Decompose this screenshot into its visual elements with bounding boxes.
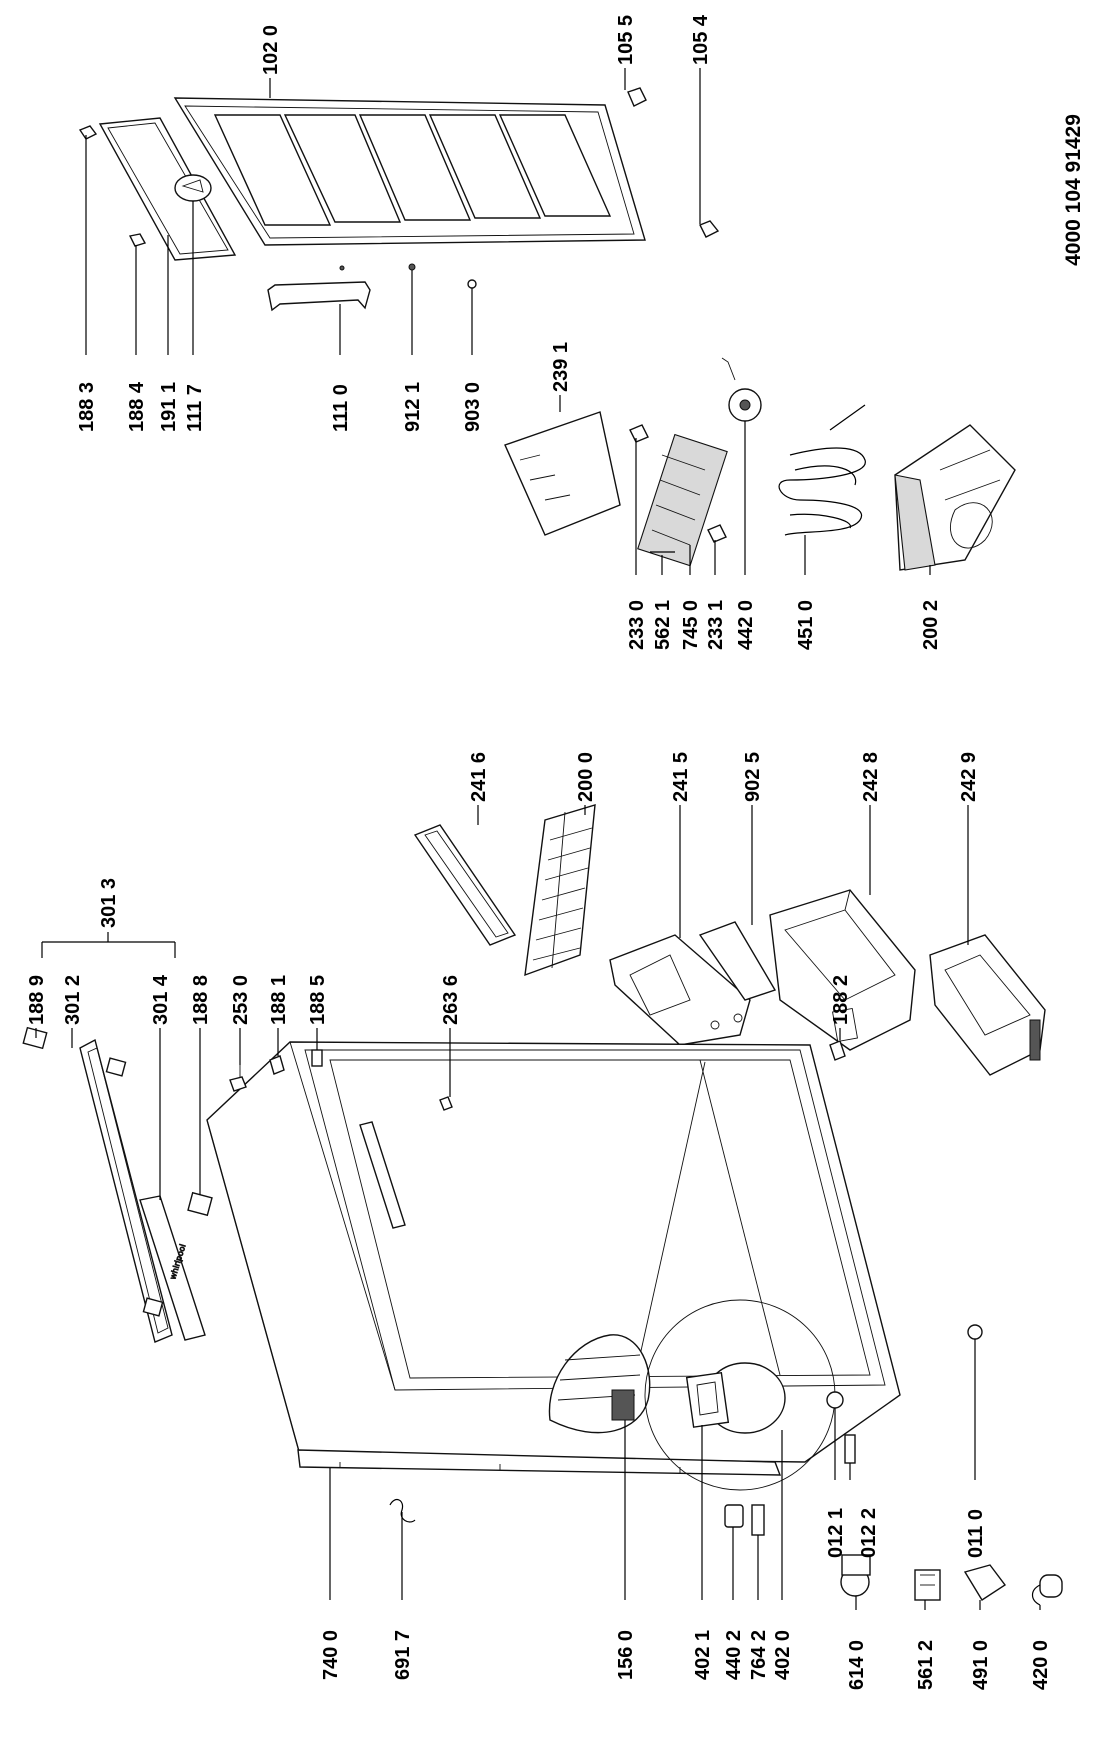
label-188-8: 188 8 [190, 975, 212, 1025]
label-764-2: 764 2 [748, 1630, 770, 1680]
cooling-leaders [559, 395, 931, 575]
label-191-1: 191 1 [158, 382, 180, 432]
heater-coil [778, 404, 866, 536]
label-420-0: 420 0 [1030, 1640, 1052, 1690]
label-011-0: 011 0 [965, 1509, 987, 1558]
label-740-0: 740 0 [320, 1630, 342, 1680]
shelves-drawers [413, 804, 1046, 1076]
label-440-2: 440 2 [723, 1630, 745, 1680]
label-745-0: 745 0 [680, 600, 702, 650]
cabinet [206, 1041, 901, 1491]
shelves-leaders [477, 805, 969, 945]
fan-housing [894, 424, 1016, 571]
label-242-8: 242 8 [860, 752, 882, 802]
label-491-0: 491 0 [970, 1640, 992, 1690]
label-442-0: 442 0 [735, 600, 757, 650]
label-402-0: 402 0 [772, 1630, 794, 1680]
part-labels: 102 0 105 5 105 4 188 3 188 4 191 1 111 … [26, 14, 1052, 1690]
label-188-4: 188 4 [126, 381, 148, 432]
door-assembly [78, 87, 720, 312]
label-903-0: 903 0 [462, 382, 484, 432]
group-bracket-3013 [41, 932, 176, 958]
drawer-large [769, 889, 916, 1051]
label-242-9: 242 9 [958, 752, 980, 802]
label-102-0: 102 0 [260, 25, 282, 75]
label-233-1: 233 1 [705, 600, 727, 650]
label-614-0: 614 0 [846, 1640, 868, 1690]
label-188-3: 188 3 [76, 382, 98, 432]
label-562-1: 562 1 [652, 600, 674, 650]
label-912-1: 912 1 [402, 382, 424, 432]
wire-shelf [524, 804, 596, 977]
label-188-2: 188 2 [830, 975, 852, 1025]
label-111-7: 111 7 [184, 384, 206, 432]
label-241-6: 241 6 [468, 752, 490, 802]
label-402-1: 402 1 [692, 1630, 714, 1680]
label-241-5: 241 5 [670, 752, 692, 802]
label-301-4: 301 4 [150, 974, 172, 1025]
door-leaders [85, 68, 701, 355]
label-239-1: 239 1 [550, 342, 572, 392]
drawer-small [929, 934, 1046, 1076]
label-233-0: 233 0 [626, 600, 648, 650]
label-561-2: 561 2 [915, 1640, 937, 1690]
label-451-0: 451 0 [795, 600, 817, 650]
label-301-3: 301 3 [98, 878, 120, 928]
label-301-2: 301 2 [62, 975, 84, 1025]
label-263-6: 263 6 [440, 975, 462, 1025]
label-111-0: 111 0 [330, 384, 352, 432]
condenser-grille [548, 1334, 651, 1434]
label-188-9: 188 9 [26, 975, 48, 1025]
label-012-1: 012 1 [825, 1508, 847, 1558]
loose-bottom-parts [389, 1324, 1063, 1606]
document-number: 4000 104 91429 [1062, 114, 1085, 266]
cabinet-top-leaders [35, 1028, 841, 1200]
cooling-parts [504, 357, 1016, 571]
label-200-2: 200 2 [920, 600, 942, 650]
label-012-2: 012 2 [858, 1508, 880, 1558]
control-panel: whirlpool [22, 1026, 846, 1343]
label-105-5: 105 5 [615, 15, 637, 65]
label-188-5: 188 5 [307, 975, 329, 1025]
label-156-0: 156 0 [615, 1630, 637, 1680]
bottom-leaders [329, 1350, 1041, 1610]
label-902-5: 902 5 [742, 752, 764, 802]
label-691-7: 691 7 [392, 1630, 414, 1680]
label-188-1: 188 1 [268, 975, 290, 1025]
label-200-0: 200 0 [575, 752, 597, 802]
label-105-4: 105 4 [690, 14, 712, 65]
label-253-0: 253 0 [230, 975, 252, 1025]
